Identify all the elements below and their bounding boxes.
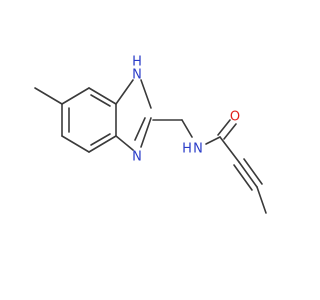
atom-amide-n: N bbox=[193, 142, 203, 157]
bond-c2-n3 bbox=[140, 117, 152, 148]
bond-c6-c7 bbox=[61, 87, 90, 105]
bond-c4-c5 bbox=[61, 135, 90, 153]
bond-c2-n3-inner bbox=[134, 117, 146, 141]
bond-c7-c7a bbox=[88, 87, 117, 105]
bond-n1-c2 bbox=[140, 79, 152, 109]
bond-n3-c3a bbox=[115, 135, 134, 151]
atom-carbonyl-o: O bbox=[230, 110, 240, 125]
bond-carbonyl-alkyne bbox=[219, 136, 240, 163]
bond-c3a-c4-inner bbox=[90, 133, 111, 146]
atom-nh-imidazole-n: N bbox=[132, 68, 142, 83]
bond-methyl bbox=[34, 87, 63, 105]
bond-c3a-c4 bbox=[88, 135, 117, 153]
bond-ch2-n-amide bbox=[181, 119, 193, 138]
atom-imidazole-n: N bbox=[132, 150, 142, 165]
bond-c7a-n1 bbox=[115, 79, 134, 105]
bond-alkyne-3 bbox=[233, 164, 253, 191]
bond-n-amide-carbonyl bbox=[205, 136, 221, 145]
bond-carbonyl-o-double bbox=[223, 123, 237, 140]
bond-carbonyl-o bbox=[217, 119, 231, 136]
atom-amide-h: H bbox=[182, 142, 192, 157]
bond-alkyne-1 bbox=[238, 161, 258, 188]
chemical-structure: H N N N H O bbox=[34, 55, 267, 214]
bond-terminal-methyl bbox=[256, 186, 267, 214]
atom-nh-imidazole-h: H bbox=[132, 55, 142, 70]
bond-c7-c7a-inner bbox=[90, 94, 111, 107]
bond-alkyne-2 bbox=[243, 158, 263, 185]
structure-canvas: H N N N H O bbox=[34, 54, 267, 214]
